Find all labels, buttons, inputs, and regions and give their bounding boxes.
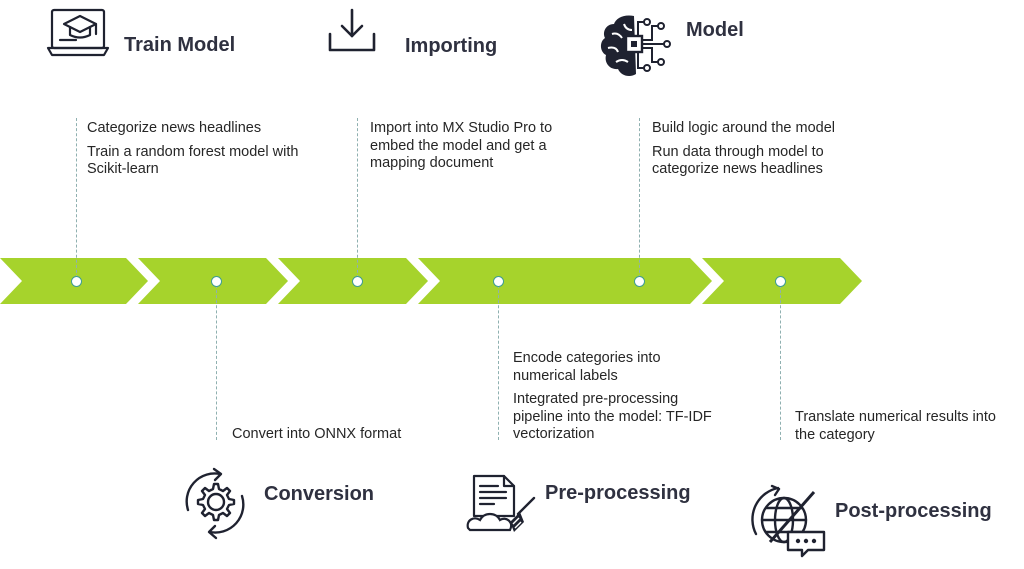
stage-title-post-processing: Post-processing <box>835 500 992 522</box>
laptop-graduation-cap-icon <box>46 8 110 57</box>
stage-title-conversion: Conversion <box>264 483 375 505</box>
arrow-segment-4 <box>418 258 712 304</box>
stage-title-train-model: Train Model <box>124 34 236 56</box>
timeline-node-importing <box>352 276 363 287</box>
stage-title-pre-processing: Pre-processing <box>545 482 691 504</box>
timeline-node-model <box>634 276 645 287</box>
stage-desc-line: Integrated pre-processing pipeline into … <box>513 391 712 442</box>
timeline-node-conversion <box>211 276 222 287</box>
globe-translation-chat-icon <box>751 484 826 558</box>
stage-desc-line: Train a random forest model with Scikit-… <box>87 143 299 178</box>
connector-post-processing <box>780 285 781 440</box>
stage-desc-line: Build logic around the model <box>652 120 835 136</box>
download-tray-icon <box>328 8 376 52</box>
connector-model <box>639 118 640 278</box>
stage-title-model: Model <box>686 19 744 41</box>
timeline-node-post-processing <box>775 276 786 287</box>
stage-desc-pre-processing: Encode categories into numerical labels … <box>513 350 723 450</box>
stage-desc-line: Convert into ONNX format <box>232 426 402 442</box>
connector-pre-processing <box>498 285 499 440</box>
timeline-node-train-model <box>71 276 82 287</box>
stage-desc-line: Encode categories into numerical labels <box>513 350 661 384</box>
connector-conversion <box>216 285 217 440</box>
brain-circuit-icon <box>600 15 671 77</box>
stage-desc-post-processing: Translate numerical results into the cat… <box>795 409 1000 450</box>
stage-desc-model: Build logic around the model Run data th… <box>652 120 842 185</box>
document-cleaning-brush-icon <box>466 474 536 532</box>
timeline-node-pre-processing <box>493 276 504 287</box>
timeline-arrow-band <box>0 258 862 304</box>
connector-importing <box>357 118 358 278</box>
connector-train-model <box>76 118 77 278</box>
stage-desc-line: Import into MX Studio Pro to embed the m… <box>370 120 553 171</box>
stage-desc-conversion: Convert into ONNX format <box>232 426 462 450</box>
stage-desc-line: Run data through model to categorize new… <box>652 143 824 178</box>
stage-desc-line: Categorize news headlines <box>87 120 262 136</box>
stage-title-importing: Importing <box>405 35 498 57</box>
stage-desc-importing: Import into MX Studio Pro to embed the m… <box>370 120 570 179</box>
gear-cycle-icon <box>185 467 245 540</box>
stage-desc-train-model: Categorize news headlines Train a random… <box>87 120 337 185</box>
stage-desc-line: Translate numerical results into the cat… <box>795 409 996 443</box>
